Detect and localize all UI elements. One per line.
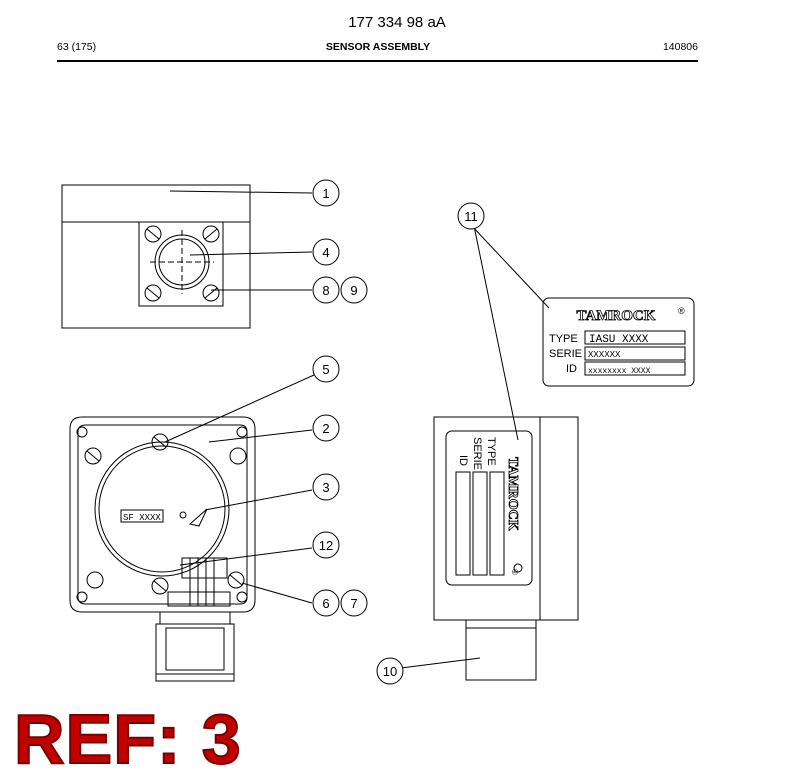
callout-4: 4 <box>322 245 329 260</box>
plate-id-label: ID <box>566 363 577 375</box>
callout-balloons <box>312 179 485 685</box>
plate-serie-value: XXXXXX <box>588 350 621 360</box>
callout-12: 12 <box>319 538 333 553</box>
side-view <box>433 416 579 681</box>
callout-8: 8 <box>322 283 329 298</box>
side-plate-type-label: TYPE <box>485 437 497 466</box>
plate-serie-label: SERIE <box>549 348 582 360</box>
date-code: 140806 <box>662 41 698 53</box>
page-number: 63 (175) <box>57 41 97 53</box>
side-plate-brand: TAMROCK <box>505 457 520 531</box>
ref-stamp: REF: 3 <box>13 700 242 778</box>
plate-id-value: xxxxxxxx XXXX <box>588 367 651 376</box>
plate-type-label: TYPE <box>549 333 578 345</box>
connector-gland <box>155 611 235 682</box>
top-view <box>61 184 251 329</box>
callout-3: 3 <box>322 480 329 495</box>
label-plate <box>542 297 695 387</box>
callout-10: 10 <box>383 664 397 679</box>
callout-9: 9 <box>350 283 357 298</box>
plate-type-value: IASU XXXX <box>589 334 649 346</box>
front-view <box>69 416 256 682</box>
cable-clamp <box>167 557 231 607</box>
page-title: SENSOR ASSEMBLY <box>325 41 431 53</box>
screw-front <box>84 433 247 595</box>
document-number: 177 334 98 aA <box>348 14 446 31</box>
sensor-marking: SF XXXX <box>123 513 161 523</box>
callout-2: 2 <box>322 421 329 436</box>
callout-6: 6 <box>322 596 329 611</box>
callout-7: 7 <box>350 596 357 611</box>
plate-registered: ® <box>678 306 685 316</box>
leader-lines <box>164 190 550 669</box>
callout-11: 11 <box>464 209 478 224</box>
header-rule <box>57 60 698 62</box>
plate-brand: TAMROCK <box>577 308 656 324</box>
side-plate-serie-label: SERIE <box>471 437 483 470</box>
side-plate-id-label: ID <box>457 455 469 466</box>
screw-top <box>144 225 220 302</box>
callout-1: 1 <box>322 186 329 201</box>
callout-5: 5 <box>322 362 329 377</box>
side-plate-registered: ® <box>510 569 519 575</box>
